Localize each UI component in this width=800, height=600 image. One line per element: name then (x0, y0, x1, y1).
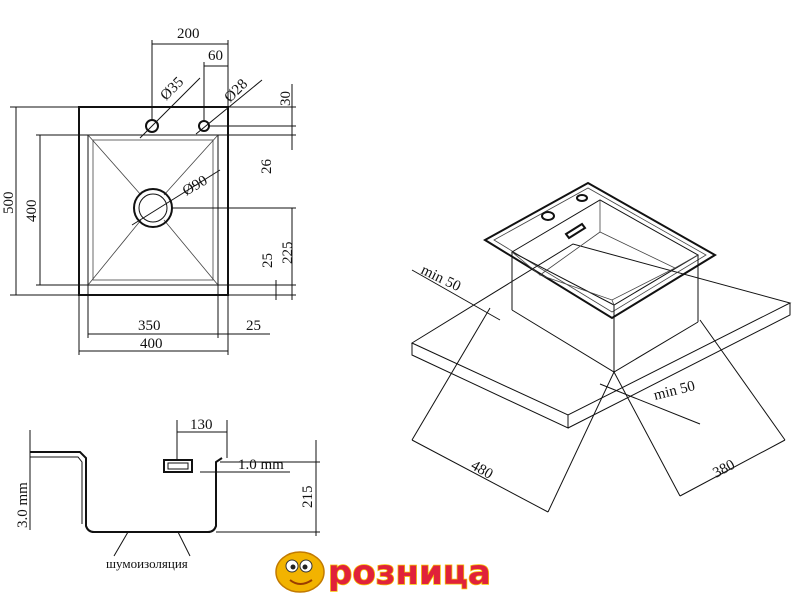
dim-30: 30 (278, 91, 294, 106)
sink-bowl-inner (92, 139, 214, 281)
dim-500: 500 (1, 192, 17, 215)
dim-3mm: 3.0 mm (15, 482, 31, 528)
overflow-slot (163, 459, 193, 473)
countertop-top (410, 243, 792, 416)
logo-wordmark: розница (328, 553, 491, 593)
top-view: 200 60 Ø35 Ø28 30 26 Ø90 25 225 500 400 (1, 26, 296, 355)
iso-overflow (564, 222, 587, 240)
mascot-icon (275, 551, 325, 593)
dim-225: 225 (280, 242, 296, 265)
dim-25-horizontal: 25 (246, 318, 261, 334)
dim-1mm: 1.0 mm (238, 457, 284, 473)
tap-hole-28 (198, 120, 210, 132)
sink-deck-plate (483, 181, 717, 320)
dim-26: 26 (259, 159, 275, 175)
drain-hole (133, 188, 173, 228)
dim-215: 215 (300, 486, 316, 509)
min-50-left: min 50 (418, 262, 463, 295)
dim-25-vertical: 25 (260, 253, 276, 268)
dia-90-label: Ø90 (180, 173, 210, 200)
sink-section-profile (30, 451, 223, 533)
dia-28-label: Ø28 (222, 76, 252, 106)
dim-480: 480 (468, 458, 495, 483)
iso-tap-hole (541, 211, 555, 221)
dim-400-vertical: 400 (24, 200, 40, 223)
dia-35-label: Ø35 (158, 74, 188, 104)
dim-200: 200 (177, 26, 200, 42)
dim-400-horizontal: 400 (140, 336, 163, 352)
insulation-label: шумоизоляция (106, 556, 188, 571)
sink-bowl-outline (87, 134, 219, 286)
dim-60: 60 (208, 48, 223, 64)
logo: розница (275, 551, 492, 594)
dim-130: 130 (190, 417, 213, 433)
sink-outer-frame (78, 106, 229, 296)
section-view: 130 1.0 mm 3.0 mm 215 шумоизоляция (15, 417, 320, 571)
isometric-view: min 50 min 50 480 380 (410, 181, 792, 513)
dim-350: 350 (138, 318, 161, 334)
